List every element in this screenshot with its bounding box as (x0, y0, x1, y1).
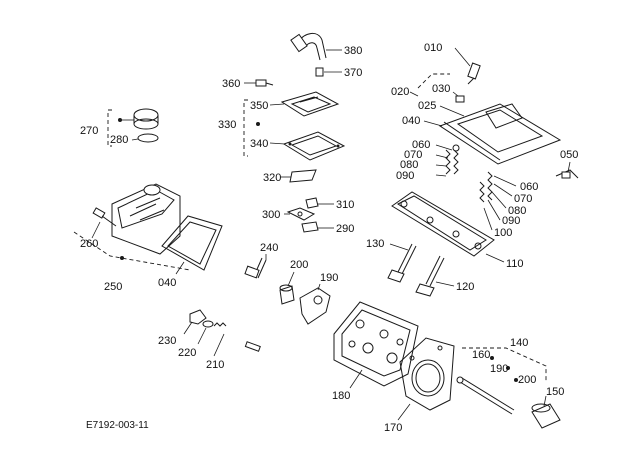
part-360-bolt[interactable] (244, 79, 274, 87)
label-020: 020 (391, 86, 409, 98)
part-110-rocker-assembly[interactable] (391, 191, 505, 263)
label-090-b: 090 (502, 215, 520, 227)
label-210: 210 (206, 359, 224, 371)
label-270: 270 (80, 125, 98, 137)
part-040-cover-gasket[interactable] (161, 215, 223, 275)
label-050: 050 (560, 149, 578, 161)
part-260-bolt[interactable] (91, 207, 117, 239)
label-040-gasket: 040 (158, 277, 176, 289)
part-220-washer[interactable] (197, 320, 214, 345)
label-190-a: 190 (320, 272, 338, 284)
label-280: 280 (110, 134, 128, 146)
part-010-fitting[interactable] (454, 47, 481, 85)
label-240: 240 (260, 242, 278, 254)
diagram-code: E7192-003-11 (86, 420, 149, 431)
part-040-valve-cover[interactable] (423, 103, 562, 165)
label-310: 310 (336, 199, 354, 211)
part-310-pin[interactable] (305, 197, 334, 209)
label-340: 340 (250, 138, 268, 150)
part-190-rocker-arm[interactable] (299, 283, 331, 325)
label-110: 110 (506, 258, 524, 270)
label-060-a: 060 (412, 139, 430, 151)
part-370-clip[interactable] (315, 67, 342, 77)
label-260: 260 (80, 238, 98, 250)
part-300-lever[interactable] (284, 207, 316, 221)
part-060-to-090-left-springs[interactable] (435, 144, 460, 177)
part-050-link[interactable] (555, 161, 579, 179)
label-300: 300 (262, 209, 280, 221)
label-070-b: 070 (514, 193, 532, 205)
part-340-gasket[interactable] (269, 131, 346, 161)
part-290-spacer[interactable] (301, 221, 334, 233)
part-350-breather-cover[interactable] (269, 91, 340, 117)
label-130: 130 (366, 238, 384, 250)
label-220: 220 (178, 347, 196, 359)
group-140-bracket (462, 347, 547, 382)
group-330-bracket (243, 99, 260, 157)
part-025-seal[interactable] (439, 105, 465, 117)
label-030: 030 (432, 83, 450, 95)
label-190-b: 190 (490, 363, 508, 375)
label-140: 140 (510, 337, 528, 349)
part-160-rod[interactable] (456, 376, 515, 415)
label-290: 290 (336, 223, 354, 235)
part-030-screw[interactable] (452, 91, 465, 103)
label-070-a: 070 (404, 149, 422, 161)
part-230-nut[interactable] (183, 309, 207, 335)
label-360: 360 (222, 78, 240, 90)
label-100: 100 (494, 227, 512, 239)
label-090-a: 090 (396, 170, 414, 182)
part-200-tappet[interactable] (279, 271, 295, 305)
part-170-head-gasket[interactable] (397, 337, 455, 421)
part-270-filler-cap[interactable] (107, 108, 159, 147)
group-020-bracket (409, 73, 450, 97)
part-250-rocker-cover[interactable] (73, 183, 191, 271)
part-320-plate[interactable] (280, 169, 317, 183)
label-380: 380 (344, 45, 362, 57)
part-280-gasket-ring[interactable] (131, 133, 159, 143)
label-150: 150 (546, 386, 564, 398)
label-330: 330 (218, 119, 236, 131)
part-380-hose[interactable] (290, 33, 342, 61)
part-060-to-100-right-springs[interactable] (479, 171, 517, 231)
part-180-cylinder-head[interactable] (333, 301, 419, 389)
label-040-cover: 040 (402, 115, 420, 127)
part-240-pushrod[interactable] (244, 254, 267, 279)
label-370: 370 (344, 67, 362, 79)
part-130-valve[interactable] (387, 243, 417, 283)
label-180: 180 (332, 390, 350, 402)
part-210-spring-pin[interactable] (213, 322, 261, 357)
label-060-b: 060 (520, 181, 538, 193)
label-350: 350 (250, 100, 268, 112)
part-150-sleeve[interactable] (531, 395, 561, 429)
label-080-a: 080 (400, 159, 418, 171)
label-320: 320 (263, 172, 281, 184)
label-200-b: 200 (518, 374, 536, 386)
label-010: 010 (424, 42, 442, 54)
label-200-a: 200 (290, 259, 308, 271)
label-120: 120 (456, 281, 474, 293)
label-160: 160 (472, 349, 490, 361)
label-170: 170 (384, 422, 402, 434)
part-120-valve[interactable] (415, 255, 455, 297)
label-080-b: 080 (508, 205, 526, 217)
label-250: 250 (104, 281, 122, 293)
label-025: 025 (418, 100, 436, 112)
label-230: 230 (158, 335, 176, 347)
